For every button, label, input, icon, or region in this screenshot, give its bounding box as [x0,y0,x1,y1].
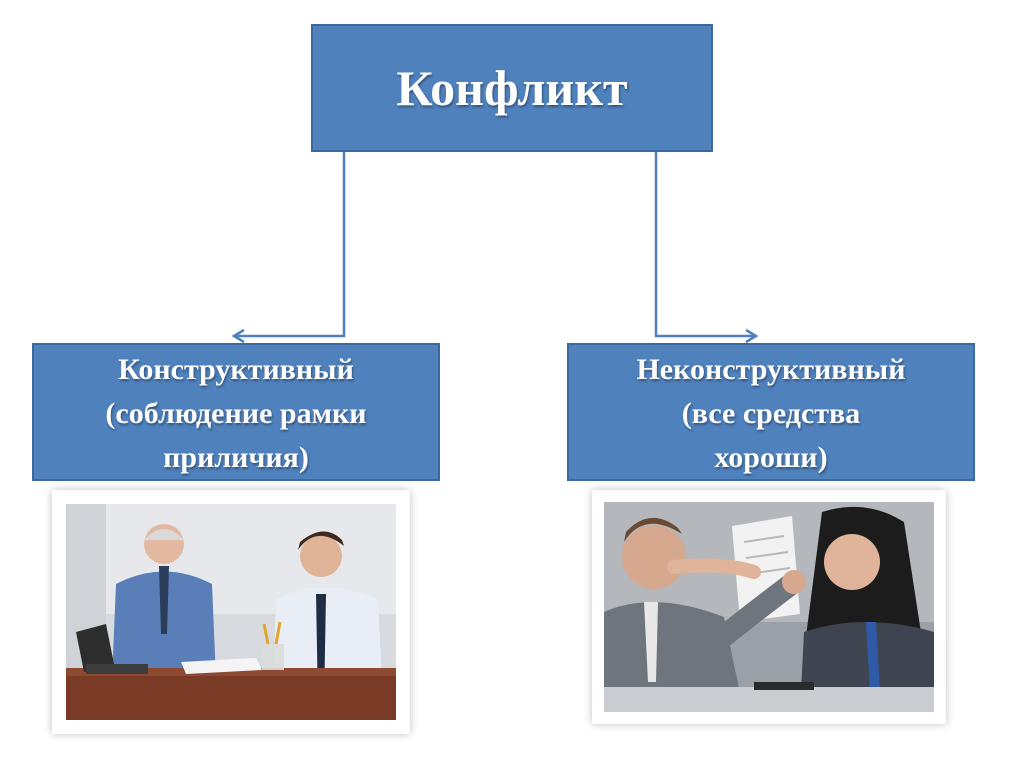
branch-nonconstructive-line-2: (все средства [681,397,861,430]
root-node-conflict: Конфликт [311,24,713,152]
branch-nonconstructive: Неконструктивный (все средства хороши) [567,343,975,481]
office-fight-photo-icon [592,490,946,724]
arrowhead-left [231,328,245,344]
branch-constructive-line-3: приличия) [163,441,309,474]
connector-left [234,152,346,338]
business-discussion-photo-icon [52,490,410,734]
connector-right [654,152,756,338]
branch-constructive-line-2: (соблюдение рамки [105,397,367,430]
branch-constructive: Конструктивный (соблюдение рамки приличи… [32,343,440,481]
branch-constructive-line-1: Конструктивный [118,353,354,386]
branch-nonconstructive-line-1: Неконструктивный [636,353,906,386]
branch-nonconstructive-line-3: хороши) [714,441,828,474]
arrowhead-right [745,328,759,344]
root-title: Конфликт [396,60,628,116]
